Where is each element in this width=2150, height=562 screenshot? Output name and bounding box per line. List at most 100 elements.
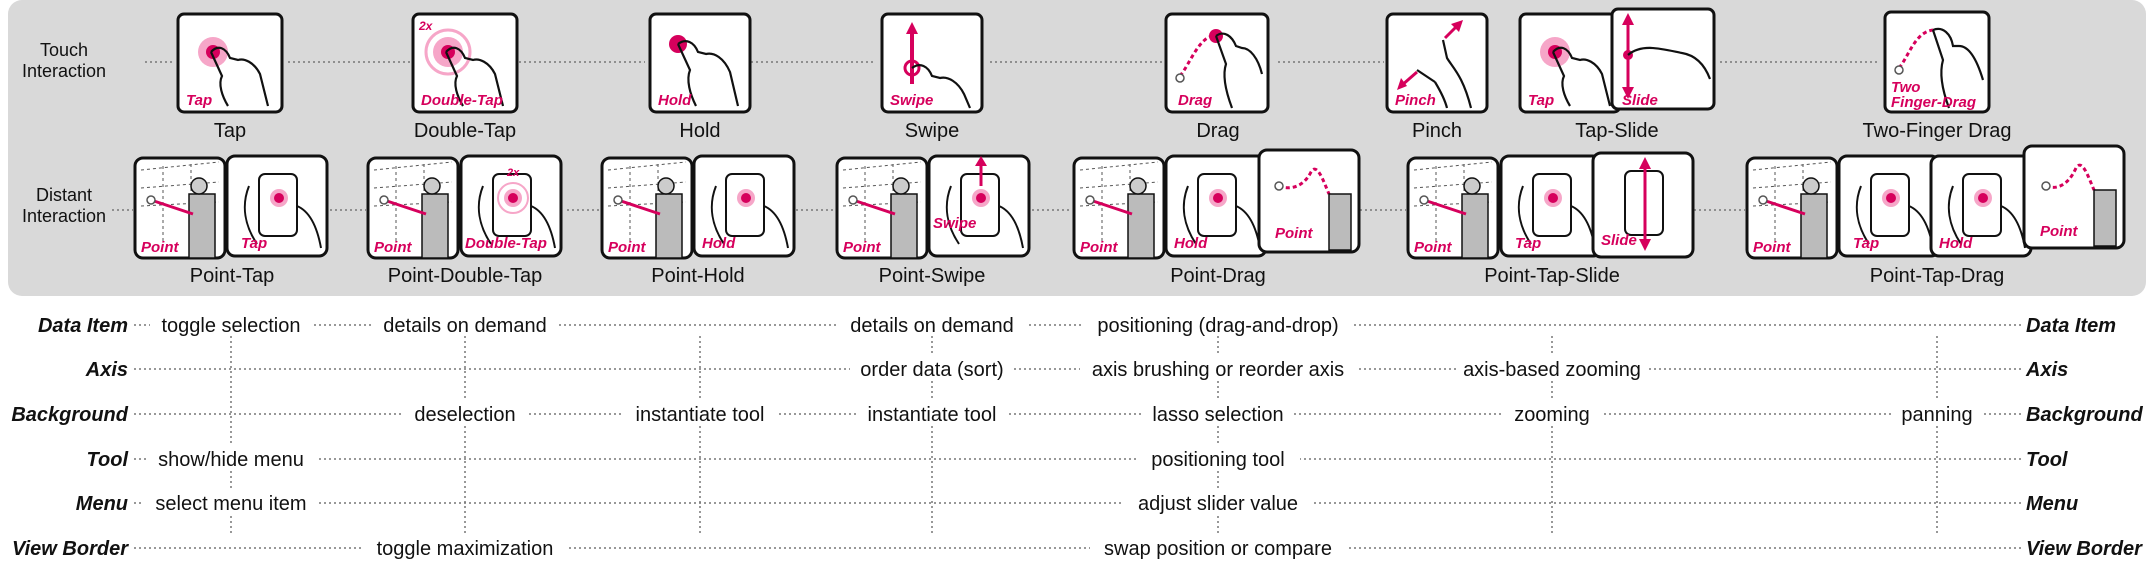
svg-text:Point: Point [141, 239, 179, 256]
svg-text:Data Item: Data Item [2026, 315, 2116, 337]
svg-text:show/hide menu: show/hide menu [158, 449, 304, 471]
svg-text:Slide: Slide [1622, 92, 1658, 109]
svg-text:Point: Point [843, 239, 881, 256]
svg-text:lasso selection: lasso selection [1152, 404, 1283, 426]
svg-text:Double-Tap: Double-Tap [465, 235, 547, 252]
touch-row-label: Touch Interaction [22, 40, 106, 81]
touch-tap-slide: Tap Slide [1518, 7, 1716, 114]
distant-point-hold: Point Hold [600, 154, 796, 260]
svg-text:axis brushing or reorder axis: axis brushing or reorder axis [1092, 359, 1344, 381]
distant-label: Point-Tap [190, 265, 275, 287]
svg-text:Point: Point [374, 239, 412, 256]
svg-text:adjust slider value: adjust slider value [1138, 493, 1298, 515]
svg-text:Point: Point [1414, 239, 1452, 256]
svg-text:swap position or compare: swap position or compare [1104, 538, 1332, 560]
svg-text:Swipe: Swipe [933, 215, 976, 232]
touch-label: Tap [214, 120, 246, 142]
svg-text:Menu: Menu [76, 493, 128, 515]
svg-text:Point: Point [608, 239, 646, 256]
mapping-cells: toggle selection details on demand detai… [144, 310, 1982, 560]
touch-two-finger-drag: Two Finger-Drag [1883, 10, 1991, 114]
svg-text:instantiate tool: instantiate tool [636, 404, 765, 426]
svg-text:Hold: Hold [702, 235, 736, 252]
svg-text:Data Item: Data Item [38, 315, 128, 337]
distant-point-tap: Point Tap [133, 154, 329, 260]
row-names-left: Data Item Axis Background Tool Menu View… [11, 315, 129, 560]
svg-text:Tap: Tap [241, 235, 267, 252]
distant-label: Point-Tap-Drag [1870, 265, 2005, 287]
svg-text:details on demand: details on demand [850, 315, 1013, 337]
svg-text:Tap: Tap [1515, 235, 1541, 252]
touch-label: Pinch [1412, 120, 1462, 142]
svg-text:Tap: Tap [1853, 235, 1879, 252]
svg-text:Slide: Slide [1601, 232, 1637, 249]
touch-hold: Hold [648, 12, 752, 114]
svg-text:details on demand: details on demand [383, 315, 546, 337]
svg-text:Axis: Axis [2025, 359, 2068, 381]
svg-text:Axis: Axis [85, 359, 128, 381]
svg-text:Hold: Hold [658, 92, 692, 109]
touch-labels: Tap Double-Tap Hold Swipe Drag Pinch Tap… [214, 120, 2012, 142]
touch-tap: Tap [176, 12, 284, 114]
svg-text:Double-Tap: Double-Tap [421, 92, 503, 109]
touch-double-tap: 2x Double-Tap [411, 12, 519, 114]
svg-text:Hold: Hold [1174, 235, 1208, 252]
touch-label: Swipe [905, 120, 959, 142]
distant-label: Point-Swipe [879, 265, 986, 287]
svg-text:2x: 2x [418, 19, 434, 33]
touch-label: Tap-Slide [1575, 120, 1658, 142]
svg-text:Point: Point [2040, 223, 2078, 240]
svg-text:zooming: zooming [1514, 404, 1590, 426]
svg-text:Finger-Drag: Finger-Drag [1891, 94, 1976, 111]
svg-text:Tap: Tap [1528, 92, 1554, 109]
distant-label: Point-Double-Tap [388, 265, 543, 287]
svg-text:order data (sort): order data (sort) [860, 359, 1003, 381]
svg-text:Point: Point [1080, 239, 1118, 256]
svg-text:Hold: Hold [1939, 235, 1973, 252]
touch-label: Hold [679, 120, 720, 142]
svg-text:panning: panning [1901, 404, 1972, 426]
svg-text:Point: Point [1275, 225, 1313, 242]
svg-text:Two: Two [1891, 79, 1920, 96]
svg-text:View Border: View Border [12, 538, 129, 560]
svg-text:positioning (drag-and-drop): positioning (drag-and-drop) [1097, 315, 1338, 337]
distant-point-swipe: Point Swipe [835, 154, 1031, 260]
svg-text:instantiate tool: instantiate tool [868, 404, 997, 426]
svg-text:Tap: Tap [186, 92, 212, 109]
touch-label-2: Interaction [22, 61, 106, 81]
touch-swipe: Swipe [880, 12, 984, 114]
svg-text:Swipe: Swipe [890, 92, 933, 109]
svg-text:toggle maximization: toggle maximization [377, 538, 554, 560]
svg-text:Pinch: Pinch [1395, 92, 1436, 109]
svg-text:Interaction: Interaction [22, 206, 106, 226]
svg-text:Background: Background [2026, 404, 2143, 426]
svg-text:Point: Point [1753, 239, 1791, 256]
touch-label: Double-Tap [414, 120, 516, 142]
row-lines [134, 324, 2022, 549]
distant-point-double-tap: Point 2x Double-Tap [366, 154, 563, 260]
touch-drag: Drag [1164, 12, 1270, 114]
distant-point-drag: Point Hold Point [1072, 148, 1361, 260]
touch-label-1: Touch [40, 40, 88, 60]
touch-label: Two-Finger Drag [1863, 120, 2012, 142]
svg-text:deselection: deselection [414, 404, 515, 426]
distant-point-tap-drag: Point Tap Hold Point [1745, 144, 2126, 260]
svg-text:2x: 2x [506, 167, 520, 179]
distant-row-label: Distant Interaction [22, 185, 106, 226]
svg-text:positioning tool: positioning tool [1151, 449, 1284, 471]
svg-text:toggle selection: toggle selection [162, 315, 301, 337]
svg-text:Distant: Distant [36, 185, 92, 205]
distant-label: Point-Drag [1170, 265, 1266, 287]
svg-text:View Border: View Border [2026, 538, 2143, 560]
svg-text:Tool: Tool [2026, 449, 2068, 471]
row-names-right: Data Item Axis Background Tool Menu View… [2025, 315, 2143, 560]
svg-text:Background: Background [11, 404, 128, 426]
distant-label: Point-Tap-Slide [1484, 265, 1620, 287]
distant-point-tap-slide: Point Tap Slide [1406, 151, 1695, 260]
distant-labels: Point-Tap Point-Double-Tap Point-Hold Po… [190, 265, 2005, 287]
svg-text:Tool: Tool [87, 449, 129, 471]
distant-label: Point-Hold [651, 265, 744, 287]
svg-text:axis-based zooming: axis-based zooming [1463, 359, 1641, 381]
touch-label: Drag [1196, 120, 1239, 142]
